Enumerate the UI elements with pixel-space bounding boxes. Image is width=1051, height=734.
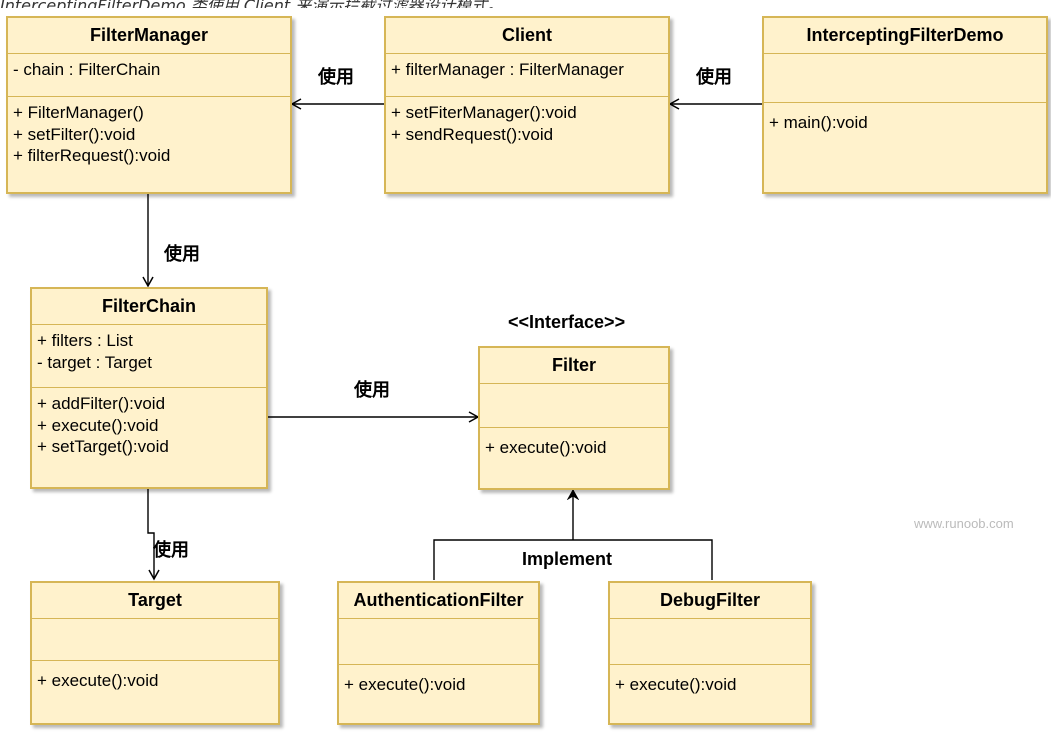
attribute: - target : Target [37,352,152,372]
class-name: DebugFilter [610,583,810,619]
attributes-section: - chain : FilterChain [8,54,290,97]
operations-section: + execute():void [339,665,538,696]
operation: + execute():void [615,675,737,694]
class-name: InterceptingFilterDemo [764,18,1046,54]
operations-section: + execute():void [32,661,278,692]
class-interceptingfilterdemo[interactable]: InterceptingFilterDemo + main():void [762,16,1048,194]
class-name: Client [386,18,668,54]
operations-section: + addFilter():void + execute():void + se… [32,388,266,458]
attributes-section [610,619,810,665]
operation: + execute():void [37,415,159,435]
attributes-section [339,619,538,665]
attributes-section [32,619,278,661]
class-debugfilter[interactable]: DebugFilter + execute():void [608,581,812,725]
operation: + setFilter():void [13,124,136,144]
operation: + execute():void [37,671,159,690]
class-client[interactable]: Client + filterManager : FilterManager +… [384,16,670,194]
class-filtermanager[interactable]: FilterManager - chain : FilterChain + Fi… [6,16,292,194]
label-chain-uses-target: 使用 [153,540,189,561]
attribute: + filterManager : FilterManager [391,60,624,79]
operations-section: + execute():void [610,665,810,696]
edge-filterchain-to-target [147,489,160,581]
attributes-section: + filters : List - target : Target [32,325,266,388]
attribute: + filters : List [37,331,133,350]
class-name: FilterChain [32,289,266,325]
operations-section: + setFiterManager():void + sendRequest()… [386,97,668,145]
operation: + addFilter():void [37,394,166,413]
attributes-section [480,384,668,428]
label-client-uses-manager: 使用 [318,67,354,88]
label-manager-uses-chain: 使用 [164,244,200,265]
attributes-section [764,54,1046,103]
class-name: Filter [480,348,668,384]
class-authenticationfilter[interactable]: AuthenticationFilter + execute():void [337,581,540,725]
operations-section: + main():void [764,103,1046,134]
attribute: - chain : FilterChain [13,60,161,79]
watermark: www.runoob.com [914,516,1014,531]
operations-section: + FilterManager() + setFilter():void + f… [8,97,290,167]
operation: + setTarget():void [37,437,169,456]
label-implement: Implement [522,549,613,569]
class-target[interactable]: Target + execute():void [30,581,280,725]
operation: + execute():void [344,675,466,694]
operation: + main():void [769,113,868,132]
operations-section: + execute():void [480,428,668,459]
edge-authfilter-implements [433,539,573,580]
label-chain-uses-filter: 使用 [354,380,390,401]
class-name: Target [32,583,278,619]
attributes-section: + filterManager : FilterManager [386,54,668,97]
operation: + FilterManager() [13,103,144,122]
class-name: FilterManager [8,18,290,54]
stereotype-label: <<Interface>> [508,312,626,332]
class-filter[interactable]: Filter + execute():void [478,346,670,490]
diagram-caption: InterceptingFilterDemo 类使用 Client 来演示拦截过… [0,0,1051,8]
class-filterchain[interactable]: FilterChain + filters : List - target : … [30,287,268,489]
operation: + execute():void [485,438,607,457]
class-name: AuthenticationFilter [339,583,538,619]
edge-debugfilter-implements [573,539,713,580]
operation: + setFiterManager():void [391,103,577,122]
label-demo-uses-client: 使用 [696,67,732,88]
operation: + filterRequest():void [13,146,171,165]
operation: + sendRequest():void [391,124,554,144]
